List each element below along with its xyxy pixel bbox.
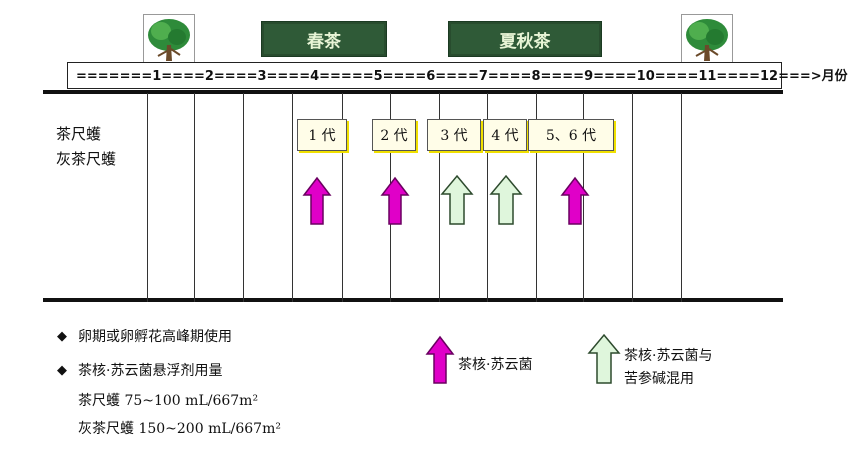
top-rule	[43, 90, 783, 94]
grid-line	[632, 93, 633, 302]
generation-box: 1 代	[297, 119, 347, 151]
up-arrow-icon	[302, 176, 332, 225]
spring-tea-banner: 春茶	[261, 21, 387, 57]
legend-green-label: 茶核·苏云菌与	[624, 348, 713, 364]
up-arrow-icon	[489, 174, 523, 225]
legend-magenta-label: 茶核·苏云菌	[458, 357, 533, 373]
note-bullet-2: 茶核·苏云菌悬浮剂用量	[78, 363, 223, 379]
grid-line	[292, 93, 293, 302]
summer-autumn-tea-banner: 夏秋茶	[448, 21, 602, 57]
generation-box: 4 代	[483, 119, 527, 151]
up-arrow-icon	[440, 174, 474, 225]
diamond-bullet-icon: ◆	[57, 363, 67, 378]
grid-line	[487, 93, 488, 302]
up-arrow-icon	[380, 176, 410, 225]
dose-line-2: 灰茶尺蠖 150~200 mL/667m²	[78, 421, 281, 437]
up-arrow-icon	[560, 176, 590, 225]
grid-line	[147, 93, 148, 302]
grid-line	[681, 93, 682, 302]
legend-green-label: 苦参碱混用	[624, 371, 694, 387]
generation-box: 5、6 代	[528, 119, 614, 151]
month-scale: =======1====2====3====4=====5====6====7=…	[67, 62, 848, 89]
bottom-rule	[43, 298, 783, 302]
tree-icon	[681, 14, 733, 64]
tree-icon	[143, 14, 195, 64]
up-arrow-icon	[587, 333, 621, 384]
grid-line	[342, 93, 343, 302]
generation-box: 3 代	[427, 119, 481, 151]
grid-line	[243, 93, 244, 302]
pest-label: 茶尺蠖	[56, 125, 102, 143]
grid-line	[439, 93, 440, 302]
pest-label: 灰茶尺蠖	[56, 150, 117, 168]
diamond-bullet-icon: ◆	[57, 329, 67, 344]
note-bullet-1: 卵期或卵孵花高峰期使用	[78, 329, 232, 345]
grid-line	[536, 93, 537, 302]
grid-line	[583, 93, 584, 302]
up-arrow-icon	[425, 335, 455, 384]
grid-line	[194, 93, 195, 302]
generation-box: 2 代	[372, 119, 416, 151]
dose-line-1: 茶尺蠖 75~100 mL/667m²	[78, 393, 259, 409]
